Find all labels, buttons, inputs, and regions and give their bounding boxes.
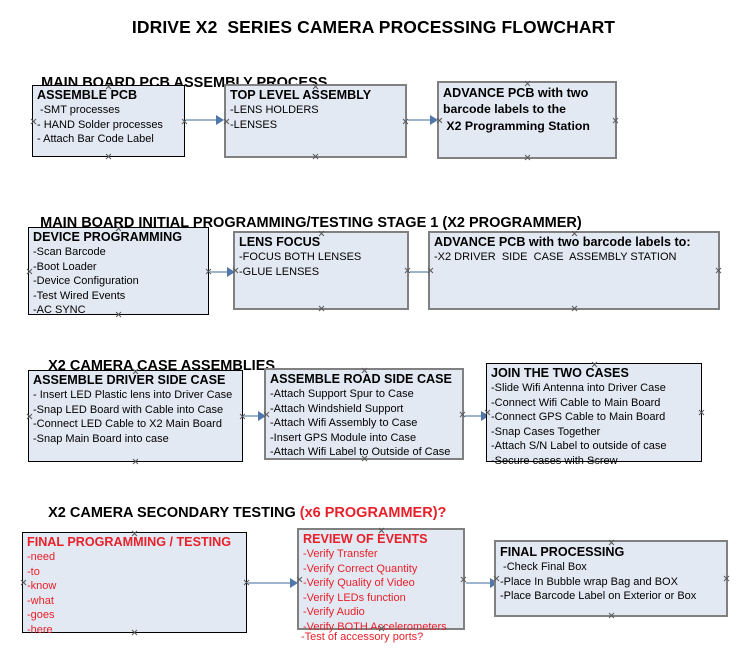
section-heading-secondary-testing: X2 CAMERA SECONDARY TESTING (x6 PROGRAMM… (32, 489, 446, 537)
box-join-the-two-cases[interactable]: JOIN THE TWO CASES -Slide Wifi Antenna i… (484, 363, 702, 467)
box-title: ASSEMBLE PCB (37, 88, 138, 102)
box-line: -Secure cases with Screw (491, 454, 618, 467)
box-top-level-assembly[interactable]: TOP LEVEL ASSEMBLY -LENS HOLDERS -LENSES (224, 84, 407, 158)
resize-handle-right[interactable] (715, 267, 722, 274)
section-heading-text: X2 CAMERA SECONDARY TESTING (48, 505, 300, 521)
box-line: -Device Configuration (33, 275, 139, 288)
resize-handle-bottom[interactable] (524, 154, 531, 161)
box-title: LENS FOCUS (239, 235, 321, 249)
box-line: -Place In Bubble wrap Bag and BOX (500, 575, 678, 588)
box-assemble-pcb[interactable]: ASSEMBLE PCB -SMT processes - HAND Solde… (32, 85, 185, 157)
resize-handle-bottom[interactable] (318, 305, 325, 312)
resize-handle-bottom[interactable] (105, 153, 112, 160)
box-title: JOIN THE TWO CASES (491, 366, 629, 380)
box-line: barcode labels to the (443, 102, 566, 116)
box-line: -Attach Wifi Assembly to Case (270, 417, 418, 430)
box-title: FINAL PROCESSING (500, 545, 625, 559)
arrow-final-programming-to-review-of-events (248, 578, 298, 588)
resize-handle-bottom[interactable] (132, 458, 139, 465)
box-line: -Snap LED Board with Cable into Case (33, 403, 224, 416)
box-line: -Connect GPS Cable to Main Board (491, 411, 666, 424)
box-line: -Attach S/N Label to outside of case (491, 440, 667, 453)
resize-handle-left[interactable] (30, 118, 37, 125)
resize-handle-left[interactable] (223, 118, 230, 125)
arrow-driver-side-to-road-side (244, 411, 266, 421)
box-lens-focus[interactable]: LENS FOCUS -FOCUS BOTH LENSES -GLUE LENS… (233, 231, 409, 310)
box-advance-pcb-programming-station[interactable]: ADVANCE PCB with two barcode labels to t… (437, 81, 617, 159)
box-line: -Verify LEDs function (303, 591, 406, 604)
box-line: -Verify BOTH Accelerometers (303, 620, 447, 633)
resize-handle-left[interactable] (427, 267, 434, 274)
box-line: -know (27, 580, 57, 593)
resize-handle-left[interactable] (296, 576, 303, 583)
resize-handle-bottom[interactable] (571, 305, 578, 312)
box-title: TOP LEVEL ASSEMBLY (230, 88, 372, 102)
box-line: -Slide Wifi Antenna into Driver Case (491, 382, 666, 394)
box-line: -Attach Windshield Support (270, 402, 404, 415)
box-line: - Attach Bar Code Label (37, 133, 154, 146)
box-line: -Place Barcode Label on Exterior or Box (500, 590, 697, 603)
box-line: -Scan Barcode (33, 246, 106, 258)
box-title: ASSEMBLE ROAD SIDE CASE (270, 372, 452, 386)
box-line: -goes (27, 609, 55, 622)
box-assemble-road-side-case[interactable]: ASSEMBLE ROAD SIDE CASE -Attach Support … (264, 368, 464, 460)
resize-handle-left[interactable] (493, 575, 500, 582)
box-line: -Attach Wifi Label to Outside of Case (270, 446, 451, 459)
box-line: - Insert LED Plastic lens into Driver Ca… (33, 389, 233, 401)
box-line: -Snap Main Board into case (33, 432, 169, 445)
box-line: -Attach Support Spur to Case (270, 388, 414, 400)
section-heading-accent: (x6 PROGRAMMER)? (299, 505, 447, 521)
box-line: -Verify Audio (303, 606, 365, 619)
box-title: ASSEMBLE DRIVER SIDE CASE (33, 373, 226, 387)
box-line: -Verify Quality of Video (303, 577, 415, 590)
box-line: -Insert GPS Module into Case (270, 431, 417, 444)
box-line: X2 Programming Station (443, 119, 590, 133)
box-line: - HAND Solder processes (37, 118, 163, 131)
resize-handle-left[interactable] (26, 268, 33, 275)
box-line: -AC SYNC (33, 304, 86, 317)
arrow-top-level-assembly-to-advance-pcb (408, 115, 438, 125)
arrow-device-programming-to-lens-focus (210, 267, 235, 277)
resize-handle-left[interactable] (232, 267, 239, 274)
arrow-assemble-pcb-to-top-level-assembly (186, 115, 224, 125)
box-line: -Connect LED Cable to X2 Main Board (33, 418, 222, 431)
box-title: ADVANCE PCB with two barcode labels to: (434, 235, 691, 249)
box-advance-pcb-driver-side-station[interactable]: ADVANCE PCB with two barcode labels to: … (428, 231, 720, 310)
box-line: -LENS HOLDERS (230, 104, 319, 116)
box-line: -Boot Loader (33, 260, 97, 273)
resize-handle-left[interactable] (263, 411, 270, 418)
resize-handle-left[interactable] (436, 117, 443, 124)
overflow-line-review-of-events: -Test of accessory ports? (301, 631, 424, 643)
box-line: -need (27, 551, 56, 563)
box-title: REVIEW OF EVENTS (303, 532, 428, 546)
box-line: -LENSES (230, 118, 278, 131)
box-line: -Verify Correct Quantity (303, 562, 418, 575)
resize-handle-left[interactable] (26, 413, 33, 420)
resize-handle-bottom[interactable] (608, 612, 615, 619)
box-line: -what (27, 594, 54, 607)
box-line: -Snap Cases Together (491, 425, 601, 438)
box-title: DEVICE PROGRAMMING (33, 230, 183, 244)
box-line: -Check Final Box (500, 561, 587, 573)
page-title: IDRIVE X2 SERIES CAMERA PROCESSING FLOWC… (131, 17, 616, 37)
box-line: -Test Wired Events (33, 289, 126, 302)
box-final-programming-testing[interactable]: FINAL PROGRAMMING / TESTING -need -to -k… (20, 532, 247, 636)
box-line: -X2 DRIVER SIDE CASE ASSEMBLY STATION (434, 251, 677, 263)
box-line: -GLUE LENSES (239, 265, 320, 278)
box-final-processing[interactable]: FINAL PROCESSING -Check Final Box -Place… (494, 540, 728, 617)
box-device-programming[interactable]: DEVICE PROGRAMMING -Scan Barcode -Boot L… (26, 227, 209, 317)
box-title: ADVANCE PCB with two (443, 86, 589, 100)
box-assemble-driver-side-case[interactable]: ASSEMBLE DRIVER SIDE CASE - Insert LED P… (28, 370, 243, 462)
box-line: -SMT processes (37, 104, 120, 116)
box-line: -Connect Wifi Cable to Main Board (491, 396, 661, 409)
resize-handle-left[interactable] (484, 409, 491, 416)
box-line: -Verify Transfer (303, 548, 378, 560)
box-review-of-events[interactable]: REVIEW OF EVENTS -Verify Transfer -Verif… (296, 528, 465, 633)
resize-handle-bottom[interactable] (312, 153, 319, 160)
resize-handle-left[interactable] (20, 579, 27, 586)
box-line: -FOCUS BOTH LENSES (239, 251, 362, 263)
box-line: -here (27, 623, 53, 636)
box-title: FINAL PROGRAMMING / TESTING (27, 535, 232, 549)
box-line: -to (27, 565, 40, 578)
